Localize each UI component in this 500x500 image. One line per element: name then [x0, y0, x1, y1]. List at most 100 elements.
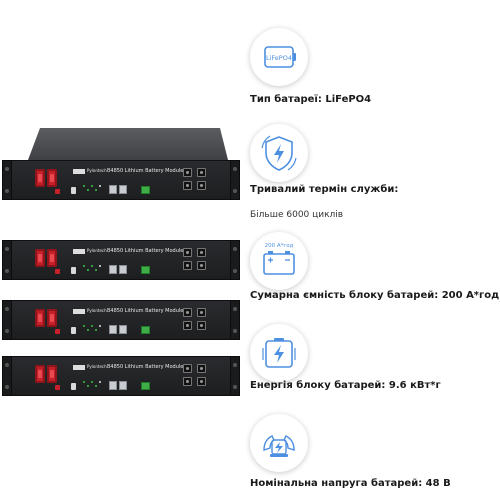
status-led — [95, 189, 97, 191]
brand-logo-icon — [73, 168, 85, 174]
rack-mount-ear — [230, 356, 240, 396]
power-button — [55, 269, 60, 274]
feature-description: Більше 6000 циклів — [250, 210, 344, 220]
red-terminal — [47, 365, 57, 383]
power-port — [197, 248, 206, 257]
brand-label: Pylontech — [73, 168, 107, 174]
status-led — [99, 381, 101, 383]
status-led — [99, 185, 101, 187]
feature-title: Енергія блоку батарей: 9.6 кВт*г — [250, 380, 441, 391]
brand-label: Pylontech — [73, 308, 107, 314]
lifepo4-icon-text: LiFePO4 — [266, 54, 292, 62]
brand-logo-icon — [73, 248, 85, 254]
status-led — [83, 381, 85, 383]
power-port — [183, 248, 192, 257]
power-port — [183, 181, 192, 190]
power-port — [183, 168, 192, 177]
status-led — [83, 325, 85, 327]
capacity-icon-text: 200 А*год — [265, 243, 294, 249]
status-led — [91, 381, 93, 383]
status-led — [87, 269, 89, 271]
dip-switch — [71, 267, 76, 274]
rj45-port — [119, 381, 127, 390]
power-port — [197, 181, 206, 190]
mount-hole — [233, 269, 237, 273]
brand-name: Pylontech — [87, 248, 107, 253]
rack-mount-ear — [230, 160, 240, 200]
mount-hole — [233, 329, 237, 333]
model-label: B4850 Lithium Battery Module — [107, 308, 184, 314]
flexed-arm-lightning-icon — [250, 414, 308, 472]
mount-hole — [233, 385, 237, 389]
feature-title: Номінальна напруга батарей: 48 В — [250, 478, 451, 489]
dip-switch — [71, 383, 76, 390]
power-port — [197, 364, 206, 373]
model-label: B4850 Lithium Battery Module — [107, 248, 184, 254]
rj45-port — [109, 381, 117, 390]
mount-hole — [233, 189, 237, 193]
rj45-port — [119, 265, 127, 274]
mount-hole — [233, 167, 237, 171]
brand-name: Pylontech — [87, 364, 107, 369]
shield-lightning-icon — [250, 124, 308, 182]
red-terminal — [35, 169, 45, 187]
power-button — [55, 329, 60, 334]
brand-logo-icon — [73, 364, 85, 370]
feature-title: Сумарна ємність блоку батарей: 200 А*год — [250, 290, 500, 301]
feature-title: Тривалий термін служби: — [250, 184, 399, 195]
mount-hole — [5, 189, 9, 193]
status-led — [91, 265, 93, 267]
battery-energy-icon — [250, 324, 308, 382]
rj45-port — [109, 325, 117, 334]
status-led — [87, 189, 89, 191]
mount-hole — [233, 363, 237, 367]
status-led — [83, 265, 85, 267]
dip-switch — [71, 187, 76, 194]
status-led — [95, 385, 97, 387]
rack-mount-ear — [2, 356, 12, 396]
brand-name: Pylontech — [87, 168, 107, 173]
red-terminal — [35, 249, 45, 267]
power-port — [183, 377, 192, 386]
status-led — [99, 265, 101, 267]
power-port — [197, 168, 206, 177]
brand-label: Pylontech — [73, 248, 107, 254]
feature-energy: Енергія блоку батарей: 9.6 кВт*г — [250, 324, 500, 404]
status-led — [95, 269, 97, 271]
red-terminal — [47, 309, 57, 327]
feature-title: Тип батареї: LiFePO4 — [250, 94, 372, 105]
rack-mount-ear — [2, 240, 12, 280]
power-port — [183, 364, 192, 373]
rack-mount-ear — [2, 160, 12, 200]
mount-hole — [233, 247, 237, 251]
mount-hole — [5, 269, 9, 273]
rack-mount-ear — [230, 300, 240, 340]
power-port — [197, 308, 206, 317]
red-terminal — [47, 249, 57, 267]
feature-capacity: 200 А*год Сумарна ємність блоку батарей:… — [250, 232, 500, 312]
rj45-port — [119, 185, 127, 194]
power-port — [197, 261, 206, 270]
status-led — [83, 185, 85, 187]
mount-hole — [5, 167, 9, 171]
mount-hole — [5, 363, 9, 367]
terminal-block — [141, 326, 150, 334]
mount-hole — [5, 329, 9, 333]
feature-voltage: Номінальна напруга батарей: 48 В — [250, 414, 500, 494]
rack-mount-ear — [230, 240, 240, 280]
rj45-port — [119, 325, 127, 334]
status-led — [87, 329, 89, 331]
power-port — [183, 321, 192, 330]
battery-capacity-icon: 200 А*год — [250, 232, 308, 290]
rj45-port — [109, 185, 117, 194]
brand-name: Pylontech — [87, 308, 107, 313]
rj45-port — [109, 265, 117, 274]
model-label: B4850 Lithium Battery Module — [107, 364, 184, 370]
